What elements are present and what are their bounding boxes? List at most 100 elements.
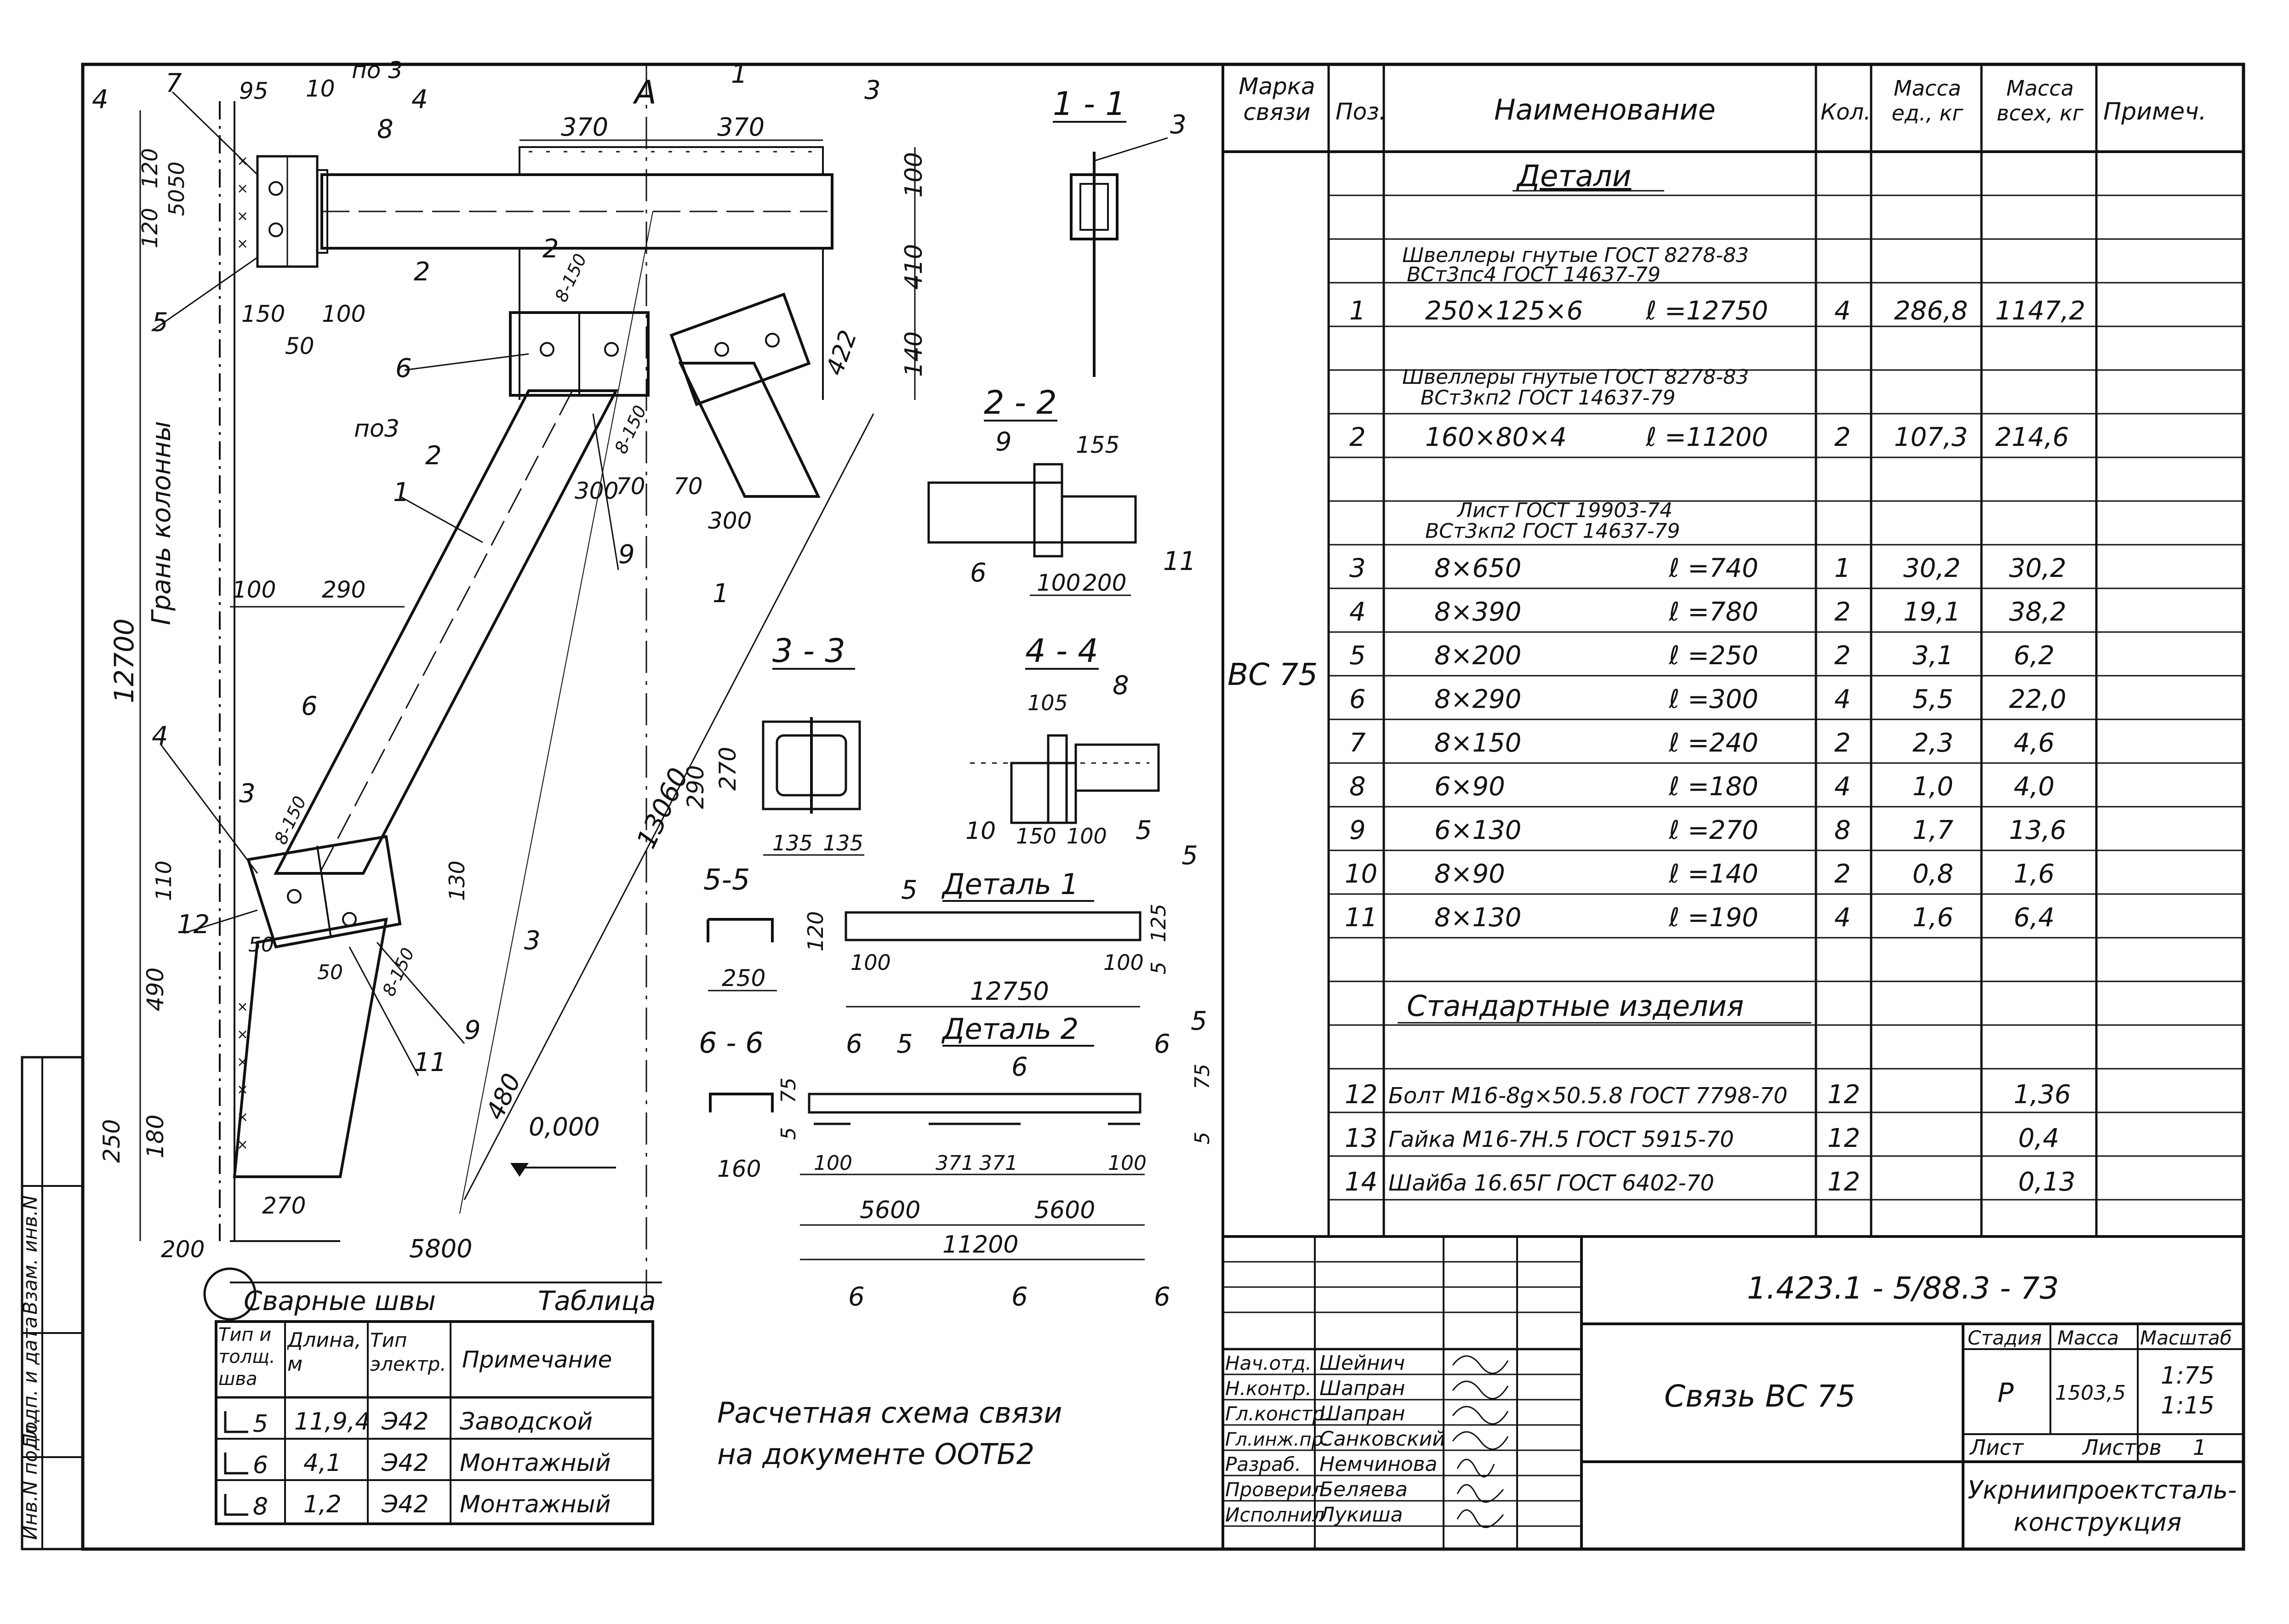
spec-row6-mu: 5,5 — [1912, 684, 1953, 714]
spec-table: Марка связи Поз. Наименование Кол. Масса… — [1223, 64, 2243, 1238]
spec-std3-pos: 14 — [1345, 1167, 1377, 1197]
callout-1: 1 — [393, 478, 410, 507]
spec-std1-pos: 12 — [1345, 1080, 1377, 1110]
weld-row1-note: Заводской — [460, 1408, 593, 1436]
spec-row11-pos: 11 — [1345, 903, 1377, 933]
signature-4 — [1452, 1431, 1509, 1450]
spec-row7-qty: 2 — [1834, 728, 1851, 758]
margin-stamp: Инв.N подл. Подп. и дата Взам. инв.N — [19, 1056, 84, 1550]
callout-8: 8 — [377, 114, 394, 144]
spec-row1-qty: 4 — [1834, 296, 1851, 326]
weld-note-d: 8-150 — [378, 945, 418, 999]
spec-std3-name: Шайба 16.65Г ГОСТ 6402-70 — [1388, 1170, 1714, 1196]
dim-410: 410 — [900, 244, 928, 290]
s22-dim-155: 155 — [1076, 432, 1119, 458]
detail-2-title: Деталь 2 — [941, 1012, 1079, 1046]
spec-row2-qty: 2 — [1834, 422, 1851, 452]
spec-h-mark: Марка связи — [1239, 74, 1315, 125]
s44-callout-10: 10 — [965, 817, 996, 845]
axis-symbol: А — [633, 74, 656, 111]
section-4-4: 4 - 4 105 8 10 150 100 5 — [965, 632, 1160, 849]
tb-name-7: Лукиша — [1319, 1503, 1403, 1527]
spec-row3-mu: 30,2 — [1903, 553, 1961, 583]
spec-row10-mt: 1,6 — [2014, 859, 2055, 889]
detail-2-dim-371a: 371 — [936, 1151, 974, 1175]
tb-scale-2: 1:15 — [2161, 1392, 2215, 1419]
tb-role-7: Исполнил — [1225, 1504, 1324, 1526]
s44-dim-105: 105 — [1027, 690, 1068, 715]
tb-scale-h: Масштаб — [2140, 1327, 2232, 1349]
spec-row9-len: ℓ =270 — [1668, 815, 1758, 845]
dim-120a: 120 — [137, 148, 162, 188]
spec-row7-len: ℓ =240 — [1668, 728, 1758, 758]
gusset-lower — [246, 835, 402, 949]
zero-mark: 0,000 — [529, 1112, 600, 1141]
dim-300a: 300 — [575, 478, 618, 504]
section-2-2: 2 - 2 155 100 200 9 6 11 — [927, 384, 1196, 596]
spec-std2-pos: 13 — [1345, 1123, 1377, 1153]
s44-dim-100: 100 — [1067, 824, 1107, 849]
spec-row2-size: 160×80×4 — [1425, 422, 1567, 452]
detail-1-mark-5b: 5 — [1182, 841, 1198, 871]
detail-2-dim-75: 75 — [1191, 1064, 1214, 1089]
detail-1-title: Деталь 1 — [941, 867, 1079, 901]
s22-callout-9: 9 — [995, 427, 1012, 457]
spec-row10-qty: 2 — [1834, 859, 1851, 889]
detail-2-mark-6b: 6 — [1011, 1052, 1028, 1082]
cut-mark-2b: 2 — [542, 234, 559, 264]
cut-mark-4a: 4 — [92, 85, 108, 114]
s66-dim-5: 5 — [777, 1127, 800, 1140]
signature-5 — [1456, 1459, 1495, 1478]
spec-row3-pos: 3 — [1349, 553, 1366, 583]
tb-name-3: Шапран — [1319, 1402, 1405, 1425]
section-5-5: 5-5 120 250 — [703, 863, 828, 991]
dim-150a: 150 — [241, 301, 285, 327]
welds-h-note: Примечание — [462, 1346, 612, 1373]
spec-row11-mt: 6,4 — [2014, 903, 2055, 933]
detail-2-dim-371b: 371 — [979, 1151, 1018, 1175]
spec-std3-qty: 12 — [1827, 1167, 1860, 1197]
tb-code: 1.423.1 - 5/88.3 - 73 — [1747, 1271, 2059, 1306]
section-3-3: 3 - 3 290 270 135 135 — [682, 632, 864, 856]
spec-row9-qty: 8 — [1834, 815, 1851, 845]
dim-100b: 100 — [322, 301, 365, 327]
spec-row4-mt: 38,2 — [2009, 597, 2066, 627]
detail-2-dim-11200: 11200 — [942, 1231, 1018, 1259]
spec-row9-pos: 9 — [1349, 815, 1366, 845]
weld-row3-type: 8 — [253, 1493, 268, 1521]
spec-section-std: Стандартные изделия — [1407, 989, 1744, 1023]
tb-stage: Р — [1998, 1377, 2014, 1408]
callout-10: 10 — [306, 75, 335, 102]
spec-row6-len: ℓ =300 — [1668, 684, 1758, 714]
spec-row5-mt: 6,2 — [2014, 641, 2055, 671]
stamp-sign: Подп. и дата — [19, 1316, 41, 1448]
spec-row11-len: ℓ =190 — [1668, 903, 1758, 933]
callout-9a: 9 — [618, 540, 635, 570]
tb-role-2: Н.контр. — [1225, 1377, 1312, 1400]
dim-50a: 50 — [164, 161, 189, 188]
spec-row1-pos: 1 — [1349, 296, 1366, 326]
spec-row9-size: 6×130 — [1434, 815, 1521, 845]
dim-200: 200 — [161, 1236, 205, 1263]
dim-120b: 120 — [137, 208, 162, 248]
section-6-6-title: 6 - 6 — [699, 1026, 764, 1060]
spec-group1-line2: ВСт3пс4 ГОСТ 14637-79 — [1407, 263, 1661, 286]
dim-250: 250 — [98, 1119, 125, 1163]
dim-130: 130 — [445, 860, 469, 901]
spec-row5-size: 8×200 — [1434, 641, 1521, 671]
dim-100: 100 — [900, 152, 928, 198]
s22-dim-100: 100 — [1037, 570, 1080, 596]
detail-2-dim-5600a: 5600 — [860, 1197, 920, 1224]
spec-row11-mu: 1,6 — [1912, 903, 1953, 933]
detail-1-mark-5d: 5 — [1191, 1006, 1207, 1036]
spec-std1-mt: 1,36 — [2014, 1080, 2071, 1110]
spec-row4-size: 8×390 — [1434, 597, 1521, 627]
spec-std3-mt: 0,13 — [2018, 1167, 2076, 1197]
dim-110: 110 — [151, 860, 176, 901]
brace-pos1 — [274, 389, 618, 875]
spec-row5-qty: 2 — [1834, 641, 1851, 671]
s33-dim-290: 290 — [682, 765, 709, 809]
section-1-1: 1 - 1 3 — [1053, 85, 1187, 377]
spec-row1-len: ℓ =12750 — [1645, 296, 1768, 326]
calc-note-line1: Расчетная схема связи — [717, 1396, 1062, 1430]
